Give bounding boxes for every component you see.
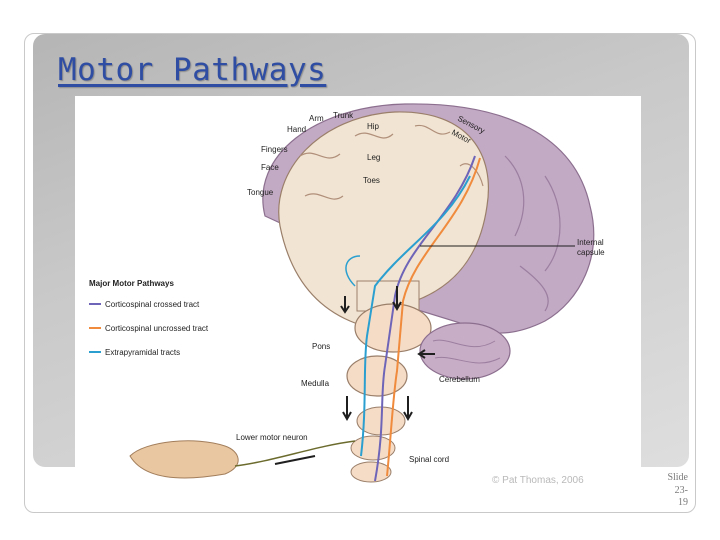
legend-title: Major Motor Pathways (89, 279, 174, 288)
label-cerebellum: Cerebellum (439, 375, 480, 384)
label-trunk: Trunk (333, 111, 354, 120)
motor-pathways-figure: Arm Trunk Hand Hip Fingers Face Leg Toes… (75, 96, 641, 500)
legend-label-extrapyramidal: Extrapyramidal tracts (105, 348, 180, 357)
lower-motor-neuron-line (235, 441, 355, 466)
slide-number-line-1: Slide (662, 472, 688, 485)
label-face: Face (261, 163, 279, 172)
label-spinal-cord: Spinal cord (409, 455, 449, 464)
slide-number-line-2: 23- (662, 485, 688, 498)
pathway-legend: Major Motor Pathways Corticospinal cross… (89, 279, 209, 357)
label-tongue: Tongue (247, 188, 274, 197)
label-internal-capsule-2: capsule (577, 248, 605, 257)
legend-label-crossed: Corticospinal crossed tract (105, 300, 200, 309)
leg-illustration (130, 441, 238, 478)
label-toes: Toes (363, 176, 380, 185)
label-hip: Hip (367, 122, 380, 131)
label-leg: Leg (367, 153, 380, 162)
label-internal-capsule-1: Internal (577, 238, 604, 247)
label-fingers: Fingers (261, 145, 288, 154)
label-pons: Pons (312, 342, 330, 351)
copyright-notice: © Pat Thomas, 2006 (492, 475, 584, 486)
label-medulla: Medulla (301, 379, 330, 388)
cerebellum-shape (420, 323, 510, 379)
label-hand: Hand (287, 125, 306, 134)
label-lower-motor-neuron: Lower motor neuron (236, 433, 308, 442)
slide-title: Motor Pathways (58, 52, 326, 88)
legend-label-uncrossed: Corticospinal uncrossed tract (105, 324, 209, 333)
label-arm: Arm (309, 114, 324, 123)
slide-number: Slide 23- 19 (662, 472, 688, 510)
slide-number-line-3: 19 (662, 497, 688, 510)
brain-illustration: Arm Trunk Hand Hip Fingers Face Leg Toes… (75, 96, 641, 500)
spinal-cord-lower (351, 462, 391, 482)
